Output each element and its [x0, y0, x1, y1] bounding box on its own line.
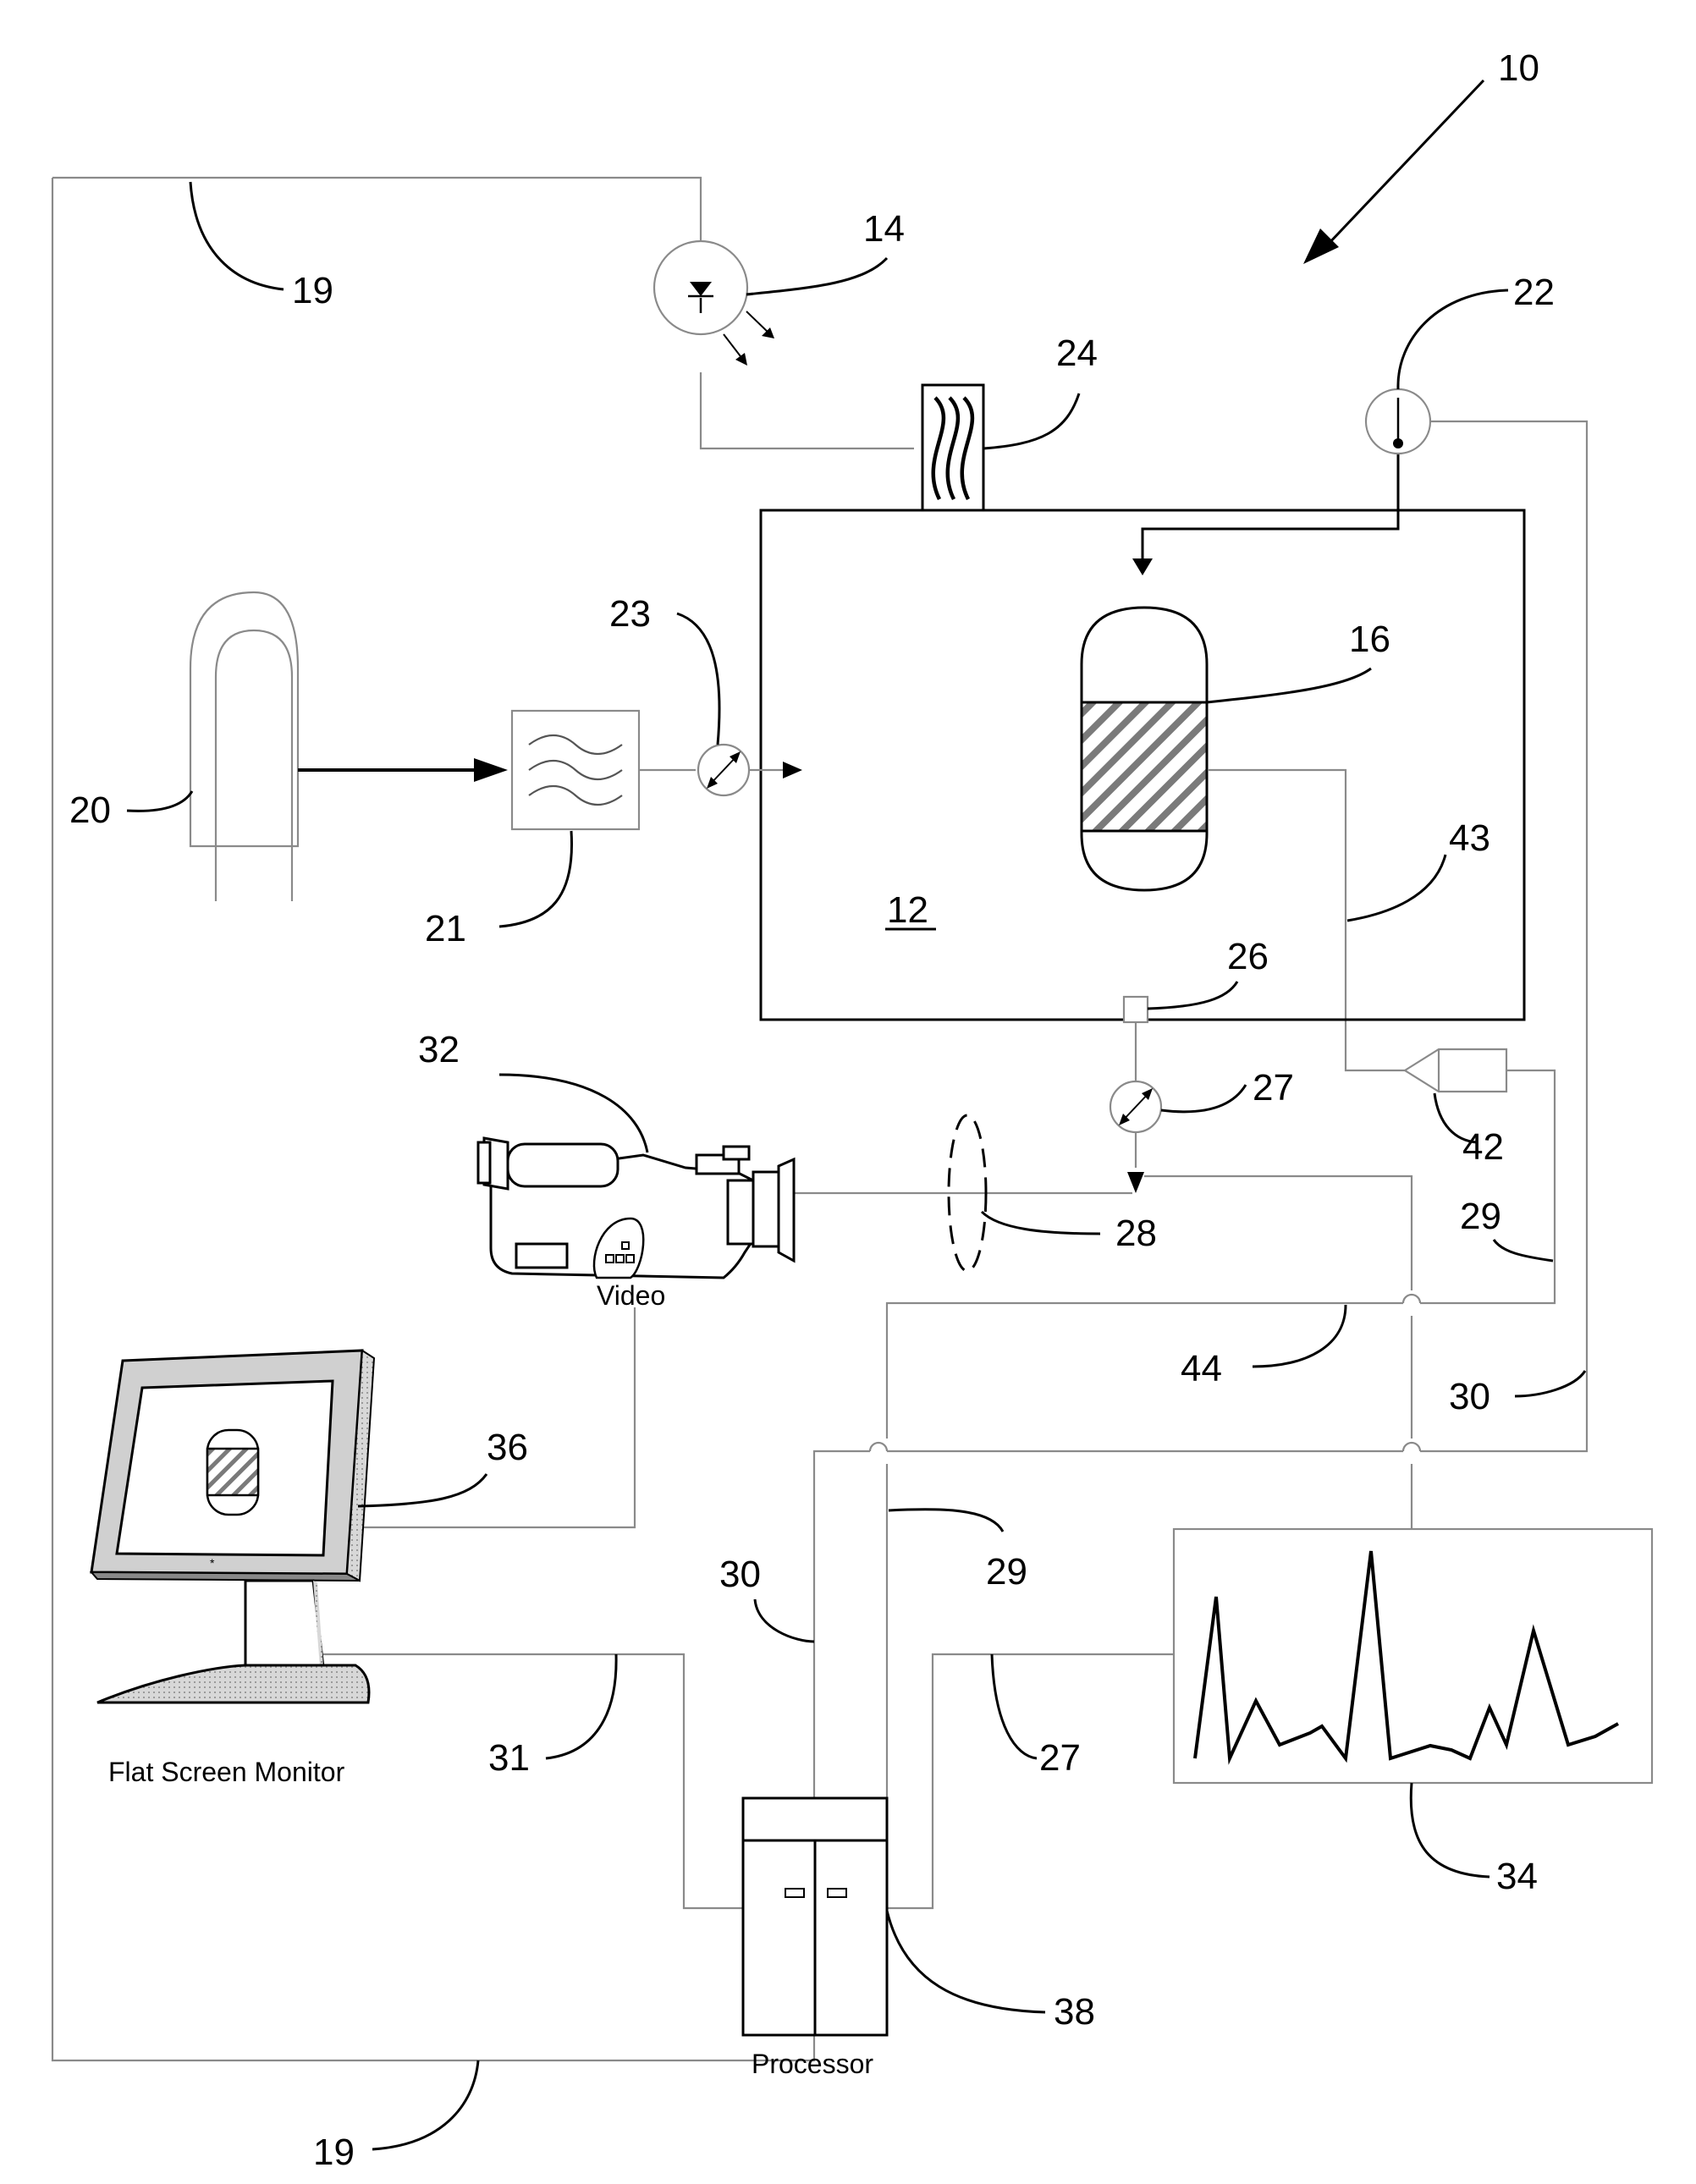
ref-28: 28 — [1115, 1213, 1157, 1254]
ref-30-right: 30 — [1449, 1376, 1490, 1417]
ref-system: 10 — [1498, 47, 1539, 89]
sample-holder-16 — [1082, 608, 1207, 890]
ref-42: 42 — [1462, 1126, 1504, 1168]
ref-26: 26 — [1227, 936, 1269, 977]
valve-27 — [1110, 1081, 1161, 1132]
ref-31: 31 — [488, 1737, 530, 1779]
spectrum-display-34 — [1174, 1529, 1652, 1783]
ref-34: 34 — [1496, 1856, 1538, 1897]
filter-21 — [512, 711, 639, 829]
lamp-14 — [654, 241, 774, 366]
caption-video: Video — [597, 1280, 665, 1311]
video-camera-32 — [478, 1138, 794, 1278]
sensor-22 — [1366, 389, 1430, 454]
ref-chamber: 12 — [887, 889, 928, 931]
ref-29-right: 29 — [1460, 1196, 1501, 1237]
ref-36: 36 — [487, 1427, 528, 1468]
port-26 — [1124, 997, 1148, 1022]
ref-19-top: 19 — [292, 270, 333, 311]
ref-27-bottom: 27 — [1039, 1737, 1081, 1779]
ref-38: 38 — [1054, 1991, 1095, 2033]
source-20 — [190, 592, 298, 901]
ref-21: 21 — [425, 908, 466, 949]
ref-30-mid: 30 — [719, 1554, 761, 1595]
valve-23 — [698, 745, 749, 795]
processor-38 — [743, 1798, 887, 2035]
nozzle-42 — [1405, 1049, 1506, 1092]
caption-monitor: Flat Screen Monitor — [108, 1757, 345, 1787]
ref-43: 43 — [1449, 817, 1490, 859]
ref-23: 23 — [609, 593, 651, 635]
ref-44: 44 — [1181, 1348, 1222, 1389]
heater-24 — [922, 385, 983, 510]
ref-24: 24 — [1056, 333, 1098, 374]
ref-16: 16 — [1349, 619, 1390, 660]
ref-14: 14 — [863, 208, 905, 250]
flat-screen-monitor-36: * — [91, 1351, 374, 1703]
ref-22: 22 — [1513, 272, 1555, 313]
ref-27-top: 27 — [1253, 1067, 1294, 1109]
ref-32: 32 — [418, 1029, 460, 1070]
svg-text:*: * — [210, 1556, 215, 1570]
ref-20: 20 — [69, 789, 111, 831]
ref-29-mid: 29 — [986, 1551, 1027, 1593]
ref-19-bottom: 19 — [313, 2132, 355, 2173]
caption-processor: Processor — [752, 2049, 873, 2079]
